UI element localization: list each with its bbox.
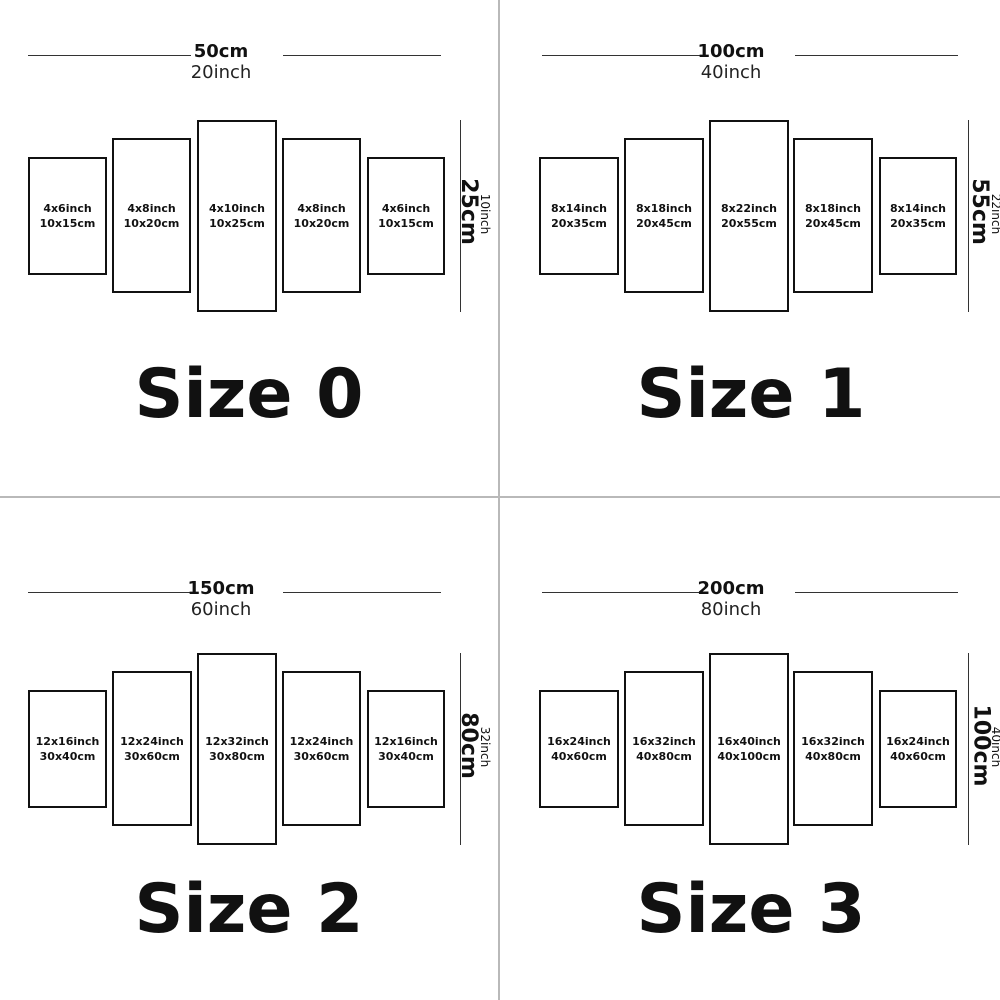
height-inch-label: 22inch <box>989 193 1000 235</box>
panel-inch-size: 16x24inch <box>886 735 950 748</box>
size-title: Size 2 <box>134 870 364 949</box>
panel-inch-size: 4x8inch <box>297 201 346 215</box>
size-title: Size 0 <box>134 355 364 434</box>
size-title: Size 3 <box>636 870 866 949</box>
width-cm-label: 150cm <box>187 578 255 599</box>
horizontal-divider <box>0 496 1000 498</box>
width-line-right <box>283 592 441 593</box>
panel-cm-size: 30x80cm <box>209 750 265 763</box>
height-cm-label: 55cm <box>966 178 992 245</box>
size-3-quadrant: 200cm 80inch 16x24inch 40x60cm 16x32inch… <box>502 500 1000 1000</box>
panel-inch-size: 12x32inch <box>205 735 269 748</box>
canvas-panel-4: 8x18inch 20x45cm <box>793 138 873 293</box>
panel-cm-size: 30x40cm <box>378 750 434 763</box>
panel-inch-size: 12x24inch <box>120 734 184 748</box>
canvas-panel-4: 16x32inch 40x80cm <box>793 671 873 826</box>
height-inch-label: 10inch <box>478 193 493 235</box>
canvas-panel-1: 4x6inch 10x15cm <box>28 157 107 275</box>
panel-inch-size: 8x14inch <box>889 202 946 215</box>
panel-cm-size: 30x40cm <box>39 750 96 763</box>
canvas-panel-3: 8x22inch 20x55cm <box>709 120 789 312</box>
canvas-panel-2: 12x24inch 30x60cm <box>112 671 192 826</box>
width-inch-label: 40inch <box>700 62 762 83</box>
size-2-quadrant: 150cm 60inch 12x16inch 30x40cm 12x24inch… <box>0 500 498 1000</box>
panel-inch-size: 8x18inch <box>804 201 861 215</box>
panel-cm-size: 10x15cm <box>39 217 96 230</box>
panel-cm-size: 10x25cm <box>209 217 265 230</box>
panel-inch-size: 16x24inch <box>547 735 611 748</box>
height-line <box>968 653 969 845</box>
canvas-panel-3: 16x40inch 40x100cm <box>709 653 789 845</box>
panel-cm-size: 10x20cm <box>123 216 180 230</box>
panel-cm-size: 30x60cm <box>293 749 350 763</box>
panel-inch-size: 8x22inch <box>720 202 777 215</box>
canvas-panel-4: 12x24inch 30x60cm <box>282 671 361 826</box>
panel-inch-size: 4x10inch <box>208 202 265 215</box>
height-line <box>968 120 969 312</box>
panel-cm-size: 40x100cm <box>717 750 781 763</box>
panel-cm-size: 20x55cm <box>721 217 777 230</box>
width-line-right <box>283 55 441 56</box>
panel-inch-size: 16x32inch <box>801 734 865 748</box>
panel-cm-size: 30x60cm <box>124 749 180 763</box>
panel-inch-size: 8x18inch <box>635 201 692 215</box>
panel-cm-size: 20x35cm <box>551 217 607 230</box>
panel-cm-size: 20x45cm <box>805 216 861 230</box>
height-cm-label: 25cm <box>455 178 481 245</box>
panel-cm-size: 20x45cm <box>636 216 692 230</box>
width-line-left <box>28 55 191 56</box>
canvas-panel-5: 8x14inch 20x35cm <box>879 157 957 275</box>
canvas-panel-2: 4x8inch 10x20cm <box>112 138 191 293</box>
width-inch-label: 80inch <box>700 599 762 620</box>
canvas-panel-5: 16x24inch 40x60cm <box>879 690 957 808</box>
panel-cm-size: 40x60cm <box>890 750 946 763</box>
canvas-panel-5: 4x6inch 10x15cm <box>367 157 445 275</box>
width-line-left <box>542 592 705 593</box>
width-cm-label: 100cm <box>697 41 765 62</box>
size-0-quadrant: 50cm 20inch 4x6inch 10x15cm 4x8inch 10x2… <box>0 0 498 500</box>
canvas-panel-5: 12x16inch 30x40cm <box>367 690 445 808</box>
panel-inch-size: 12x16inch <box>35 735 100 748</box>
panel-cm-size: 40x80cm <box>636 749 692 763</box>
canvas-panel-1: 8x14inch 20x35cm <box>539 157 619 275</box>
panel-inch-size: 4x6inch <box>43 202 92 215</box>
height-line <box>460 653 461 845</box>
panel-cm-size: 10x20cm <box>293 216 350 230</box>
width-line-right <box>795 592 958 593</box>
panel-inch-size: 12x16inch <box>374 735 438 748</box>
canvas-panel-3: 12x32inch 30x80cm <box>197 653 277 845</box>
vertical-divider <box>498 0 500 1000</box>
canvas-panel-1: 16x24inch 40x60cm <box>539 690 619 808</box>
panel-inch-size: 16x32inch <box>632 734 696 748</box>
panel-inch-size: 4x6inch <box>381 202 431 215</box>
height-inch-label: 32inch <box>478 726 493 768</box>
width-line-left <box>28 592 191 593</box>
size-1-quadrant: 100cm 40inch 8x14inch 20x35cm 8x18inch 2… <box>502 0 1000 500</box>
width-cm-label: 50cm <box>193 41 249 62</box>
width-inch-label: 60inch <box>190 599 252 620</box>
canvas-panel-3: 4x10inch 10x25cm <box>197 120 277 312</box>
height-cm-label: 80cm <box>455 712 481 779</box>
height-inch-label: 40inch <box>989 726 1000 768</box>
width-line-right <box>795 55 958 56</box>
panel-inch-size: 4x8inch <box>127 201 176 215</box>
panel-cm-size: 10x15cm <box>378 217 434 230</box>
canvas-panel-4: 4x8inch 10x20cm <box>282 138 361 293</box>
canvas-panel-2: 16x32inch 40x80cm <box>624 671 704 826</box>
width-cm-label: 200cm <box>697 578 765 599</box>
width-line-left <box>542 55 705 56</box>
panel-inch-size: 16x40inch <box>717 735 781 748</box>
canvas-panel-1: 12x16inch 30x40cm <box>28 690 107 808</box>
height-line <box>460 120 461 312</box>
size-title: Size 1 <box>636 355 866 434</box>
panel-cm-size: 20x35cm <box>890 217 946 230</box>
panel-inch-size: 8x14inch <box>550 202 607 215</box>
panel-inch-size: 12x24inch <box>289 734 354 748</box>
panel-cm-size: 40x80cm <box>805 749 861 763</box>
panel-cm-size: 40x60cm <box>551 750 607 763</box>
width-inch-label: 20inch <box>190 62 252 83</box>
canvas-panel-2: 8x18inch 20x45cm <box>624 138 704 293</box>
